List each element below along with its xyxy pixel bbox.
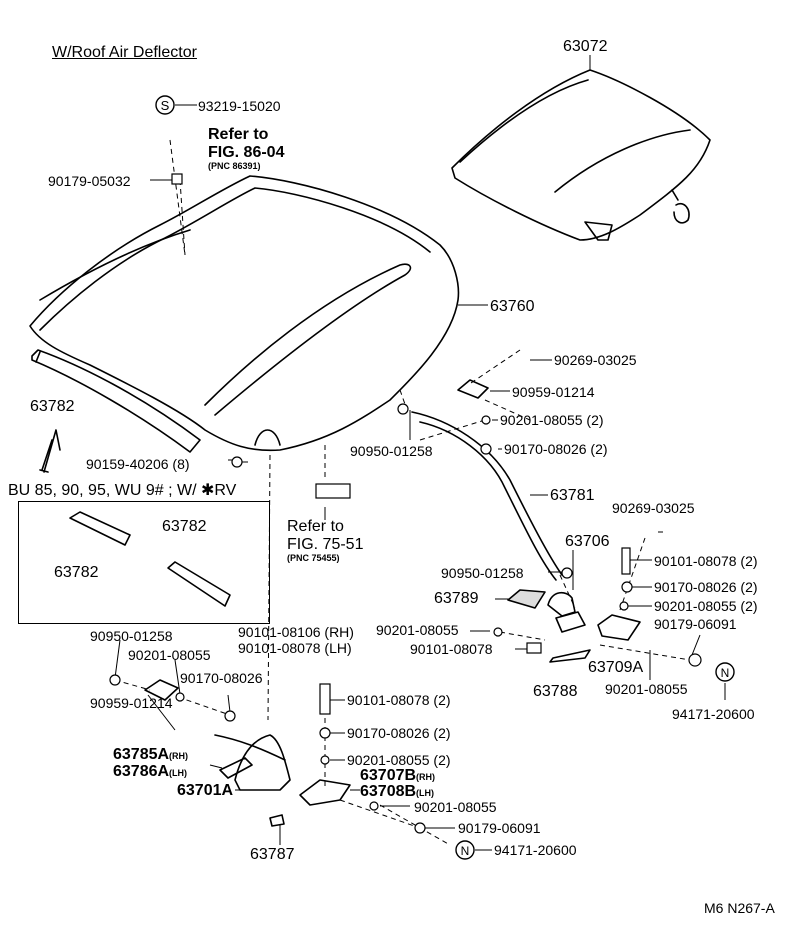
label-63706: 63706: [565, 533, 610, 550]
label-63701a: 63701A: [177, 782, 234, 799]
deflector-rear-outline: [451, 69, 711, 241]
label-90101-08078-lower: 90101-08078 (2): [347, 692, 451, 708]
label-90179-06091-bottom: 90179-06091: [458, 820, 541, 836]
label-90269-03025-top: 90269-03025: [554, 352, 637, 368]
label-90170-08026-right: 90170-08026 (2): [654, 579, 758, 595]
n-symbol-right: N: [721, 666, 730, 680]
box-part-upper: 63782: [162, 518, 207, 535]
label-90201-08055-top: 90201-08055 (2): [500, 412, 604, 428]
label-63781: 63781: [550, 487, 595, 504]
label-90201-08055-mid: 90201-08055: [376, 622, 459, 638]
label-90101-08078-mid: 90101-08078: [410, 641, 493, 657]
label-63782: 63782: [30, 398, 75, 415]
label-90201-08055-lower: 90201-08055 (2): [347, 752, 451, 768]
label-90959-01214-top: 90959-01214: [512, 384, 595, 400]
deflector-main-outline: [29, 175, 460, 452]
label-90170-08026-lower: 90170-08026 (2): [347, 725, 451, 741]
label-63789: 63789: [434, 590, 479, 607]
box-part-lower: 63782: [54, 564, 99, 581]
label-63785a: 63785A(RH): [113, 746, 189, 763]
label-90201-08055-lowright: 90201-08055: [605, 681, 688, 697]
ref75-line2: FIG. 75-51: [287, 536, 364, 553]
label-90269-03025-right: 90269-03025: [612, 500, 695, 516]
s-symbol: S: [161, 98, 170, 113]
label-63708b: 63708B(LH): [360, 783, 435, 800]
label-63788: 63788: [533, 683, 578, 700]
label-90170-08026-top: 90170-08026 (2): [504, 441, 608, 457]
ref75-pnc: (PNC 75455): [287, 553, 340, 563]
label-94171-20600-bottom: 94171-20600: [494, 842, 577, 858]
ref86-line2: FIG. 86-04: [208, 144, 285, 161]
label-63787: 63787: [250, 846, 295, 863]
label-90101-08106-rh: 90101-08106 (RH): [238, 624, 354, 640]
label-63707b: 63707B(RH): [360, 767, 436, 784]
label-90950-01258-mid: 90950-01258: [441, 565, 524, 581]
n-symbol-bottom: N: [461, 844, 470, 858]
label-90101-08078-lh: 90101-08078 (LH): [238, 640, 352, 656]
label-90159-40206: 90159-40206 (8): [86, 456, 190, 472]
variant-box: [18, 501, 270, 624]
label-90179-06091-right: 90179-06091: [654, 616, 737, 632]
figure-code: M6 N267-A: [704, 900, 775, 916]
label-94171-20600-right: 94171-20600: [672, 706, 755, 722]
label-90101-08078-right: 90101-08078 (2): [654, 553, 758, 569]
label-90201-08055-bottom: 90201-08055: [414, 799, 497, 815]
label-63760: 63760: [490, 298, 535, 315]
label-90959-01214-left: 90959-01214: [90, 695, 173, 711]
label-90201-08055-left: 90201-08055: [128, 647, 211, 663]
label-63786a: 63786A(LH): [113, 763, 188, 780]
label-93219-15020: 93219-15020: [198, 98, 281, 114]
stay-rod: [411, 411, 563, 581]
ref86-pnc: (PNC 86391): [208, 161, 261, 171]
label-63072: 63072: [563, 38, 608, 55]
ref86-line1: Refer to: [208, 126, 269, 143]
label-90950-01258-left: 90950-01258: [90, 628, 173, 644]
diagram-title: W/Roof Air Deflector: [52, 44, 197, 61]
label-90179-05032: 90179-05032: [48, 173, 131, 189]
label-90170-08026-left: 90170-08026: [180, 670, 263, 686]
side-strip: [31, 349, 201, 453]
applicability-note: BU 85, 90, 95, WU 9# ; W/ ✱RV: [8, 482, 237, 499]
label-63709a: 63709A: [588, 659, 644, 676]
label-90950-01258-top: 90950-01258: [350, 443, 433, 459]
ref75-line1: Refer to: [287, 518, 344, 535]
label-90201-08055-right: 90201-08055 (2): [654, 598, 758, 614]
